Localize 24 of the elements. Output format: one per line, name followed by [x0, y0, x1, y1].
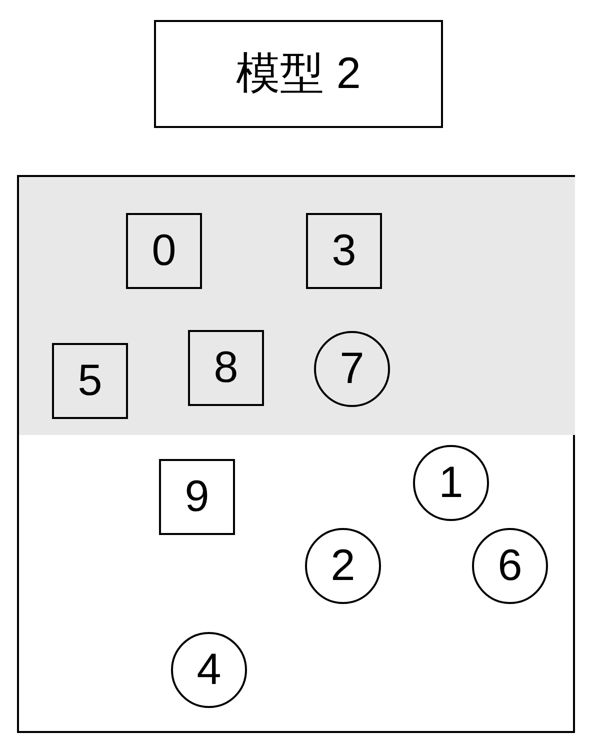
- node-number: 1: [438, 461, 464, 505]
- frame-box: [17, 175, 575, 733]
- node-number: 5: [78, 359, 102, 403]
- circle-node: [171, 632, 247, 708]
- node-number: 3: [332, 229, 356, 273]
- square-node: [306, 213, 382, 289]
- circle-node: [413, 445, 489, 521]
- circle-node: [305, 528, 381, 604]
- title-text: 模型 2: [236, 52, 361, 96]
- circle-node: [472, 528, 548, 604]
- node-number: 8: [214, 346, 238, 390]
- square-node: [126, 213, 202, 289]
- node-number: 2: [330, 544, 356, 588]
- node-number: 0: [152, 229, 176, 273]
- square-node: [159, 459, 235, 535]
- square-node: [52, 343, 128, 419]
- node-number: 7: [340, 347, 364, 391]
- node-number: 4: [196, 648, 222, 692]
- title-box: [154, 20, 443, 128]
- square-node: [188, 330, 264, 406]
- circle-node: [314, 331, 390, 407]
- shaded-band: [19, 177, 575, 435]
- node-number: 6: [498, 544, 522, 588]
- node-number: 9: [184, 475, 210, 519]
